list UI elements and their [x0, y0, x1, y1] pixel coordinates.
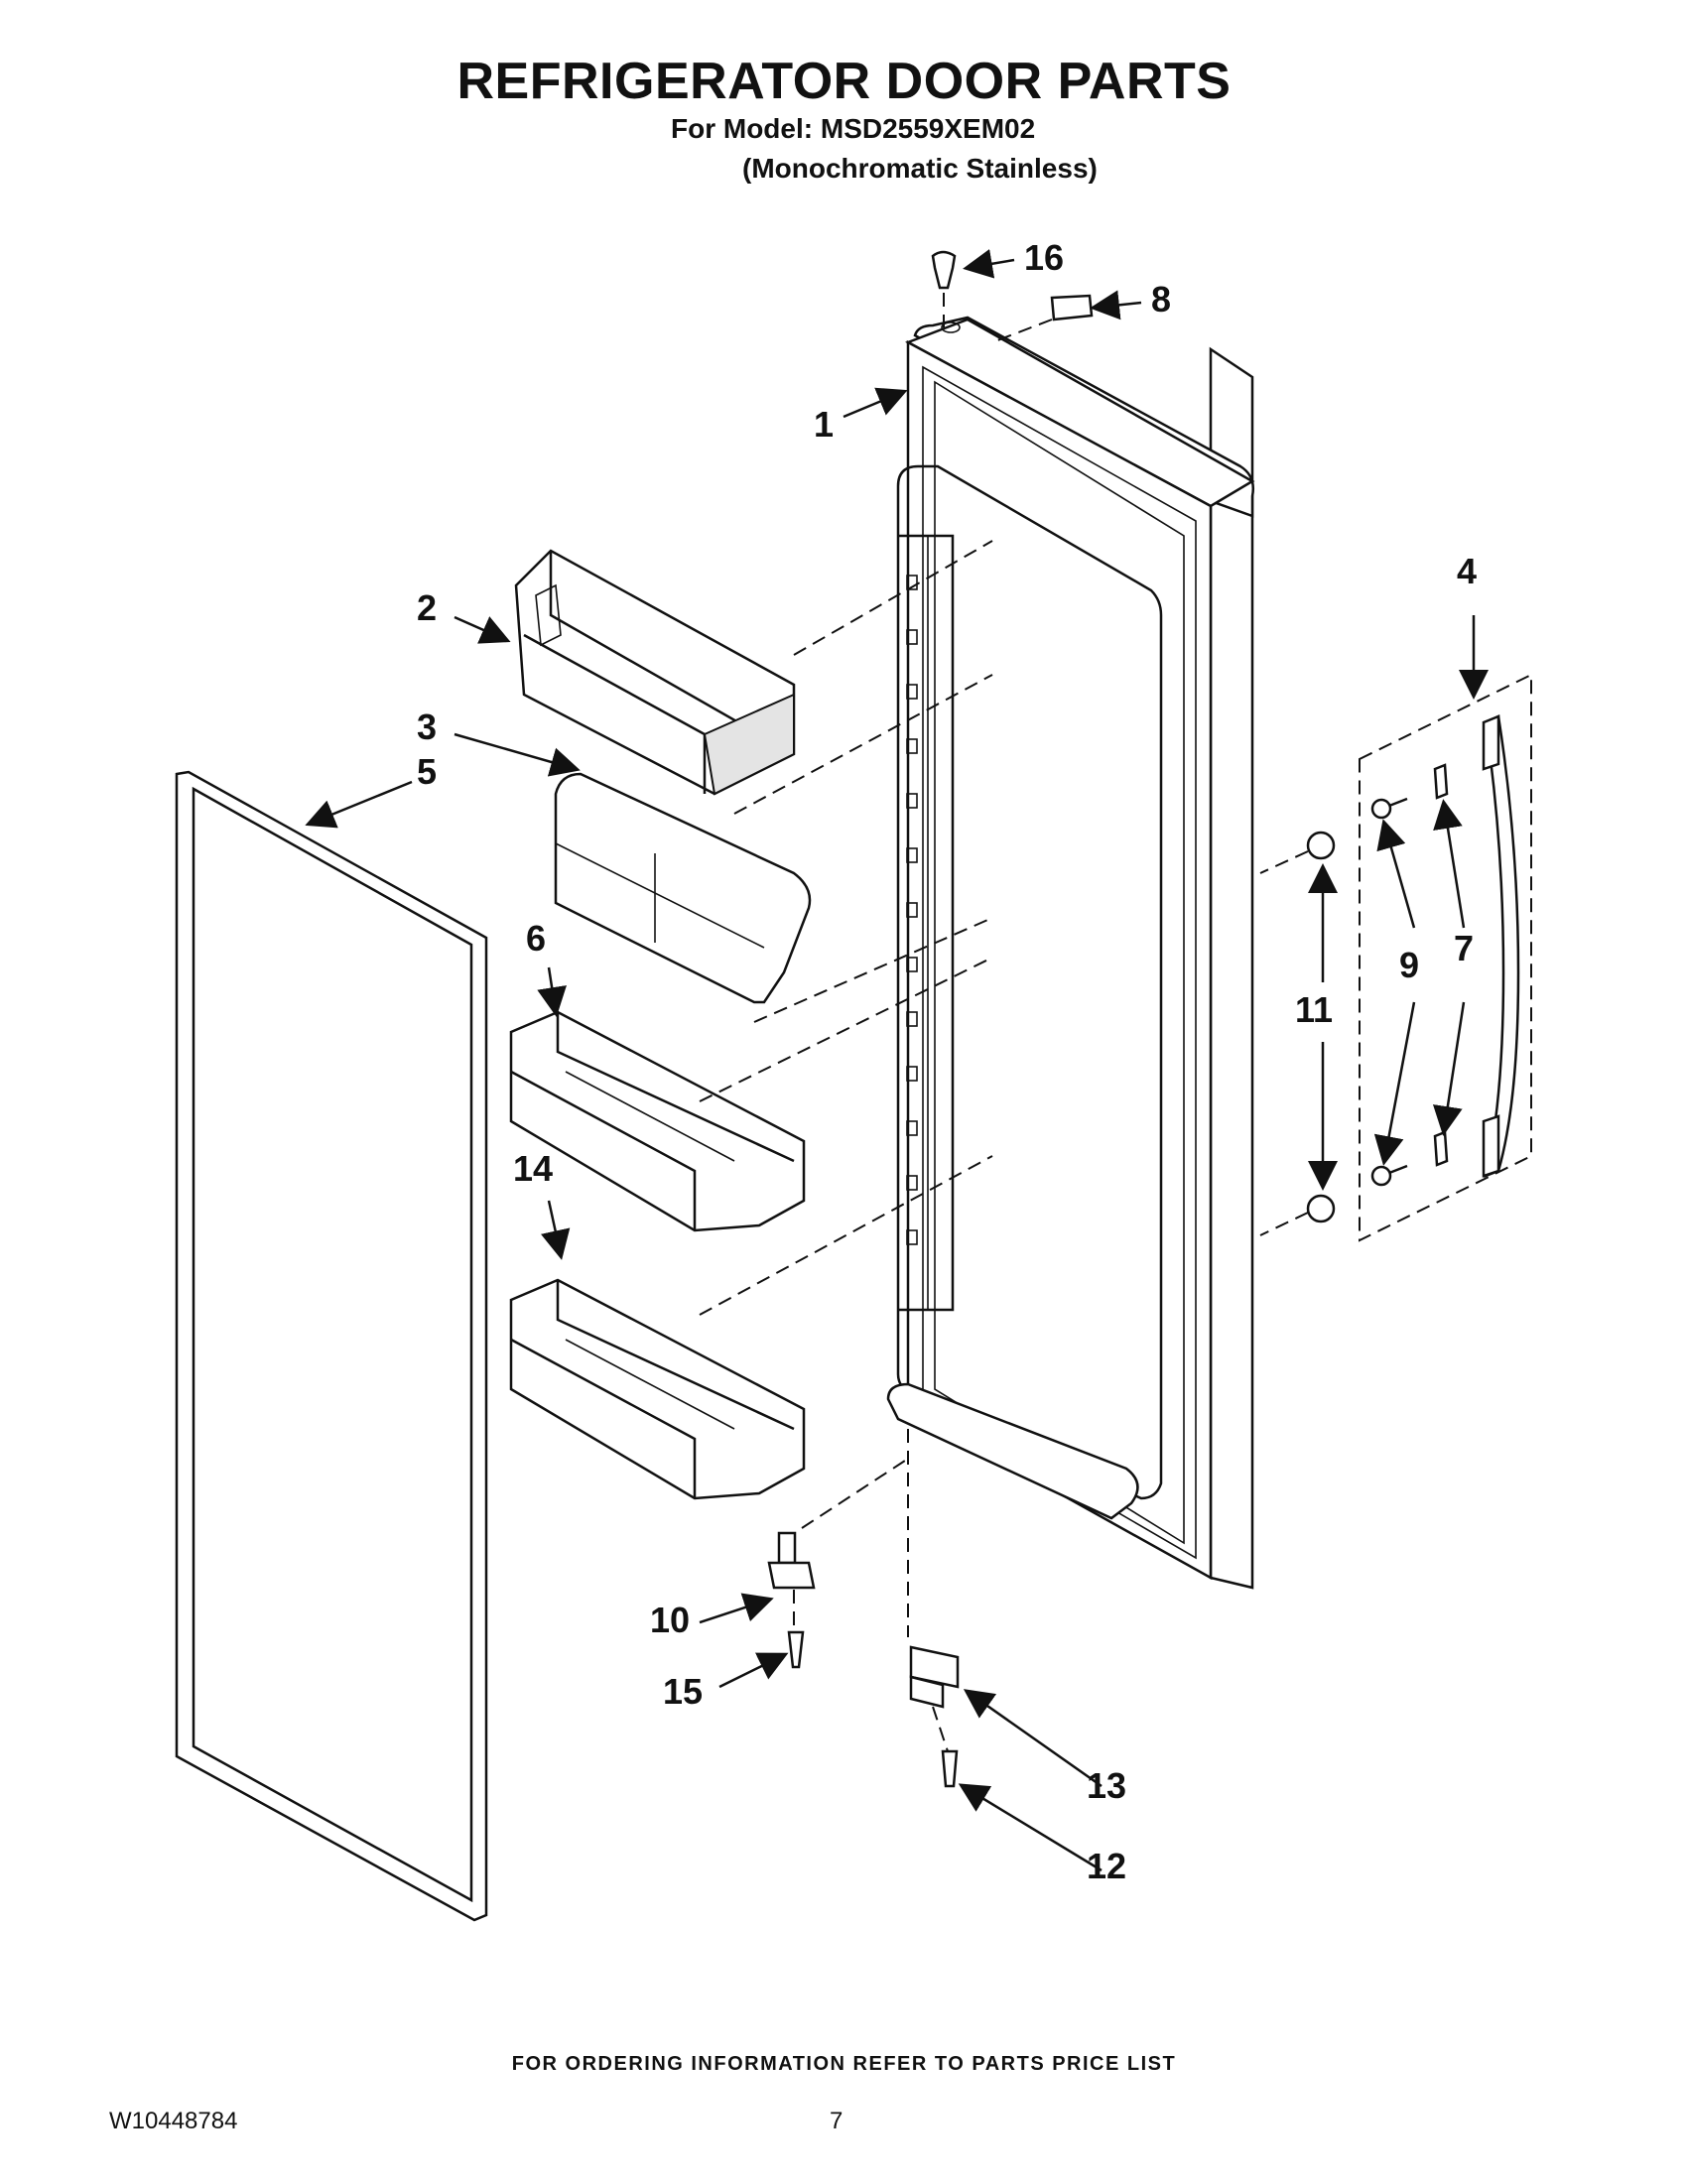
callout-1: 1	[814, 404, 834, 445]
callout-13: 13	[1087, 1765, 1126, 1806]
dairy-door	[554, 772, 812, 1004]
callout-14: 14	[513, 1148, 553, 1189]
callout-5: 5	[417, 751, 437, 792]
hinge-bushing-top	[931, 250, 957, 290]
callout-16: 16	[1024, 237, 1064, 278]
door-bin-lower	[509, 1278, 806, 1500]
callout-10: 10	[650, 1600, 690, 1640]
finish-line: (Monochromatic Stainless)	[742, 153, 1098, 184]
handle-assembly	[1306, 673, 1532, 1242]
callout-2: 2	[417, 587, 437, 628]
dairy-bin	[514, 549, 796, 796]
door-gasket	[175, 770, 488, 1922]
callout-15: 15	[663, 1671, 703, 1712]
document-number: W10448784	[109, 2108, 238, 2134]
door-assembly	[886, 316, 1255, 1590]
hinge-bracket-part-13	[909, 1645, 960, 1709]
hinge-pin-part-10	[767, 1531, 816, 1590]
shelf-notches	[906, 575, 918, 1245]
model-line: For Model: MSD2559XEM02	[671, 113, 1036, 144]
screw-part-12	[941, 1749, 959, 1788]
callout-7: 7	[1454, 928, 1474, 968]
callout-4: 4	[1457, 551, 1477, 591]
callout-9: 9	[1399, 945, 1419, 985]
callout-6: 6	[526, 918, 546, 959]
callout-12: 12	[1087, 1846, 1126, 1886]
screw-part-15	[787, 1630, 805, 1669]
label-part-8	[1050, 294, 1094, 321]
page-title: REFRIGERATOR DOOR PARTS	[456, 53, 1232, 110]
callout-3: 3	[417, 707, 437, 747]
page-number: 7	[830, 2108, 844, 2134]
callout-11: 11	[1295, 989, 1333, 1030]
door-bin-upper	[509, 1010, 806, 1232]
ordering-note: FOR ORDERING INFORMATION REFER TO PARTS …	[511, 2053, 1177, 2075]
callout-8: 8	[1151, 279, 1171, 320]
